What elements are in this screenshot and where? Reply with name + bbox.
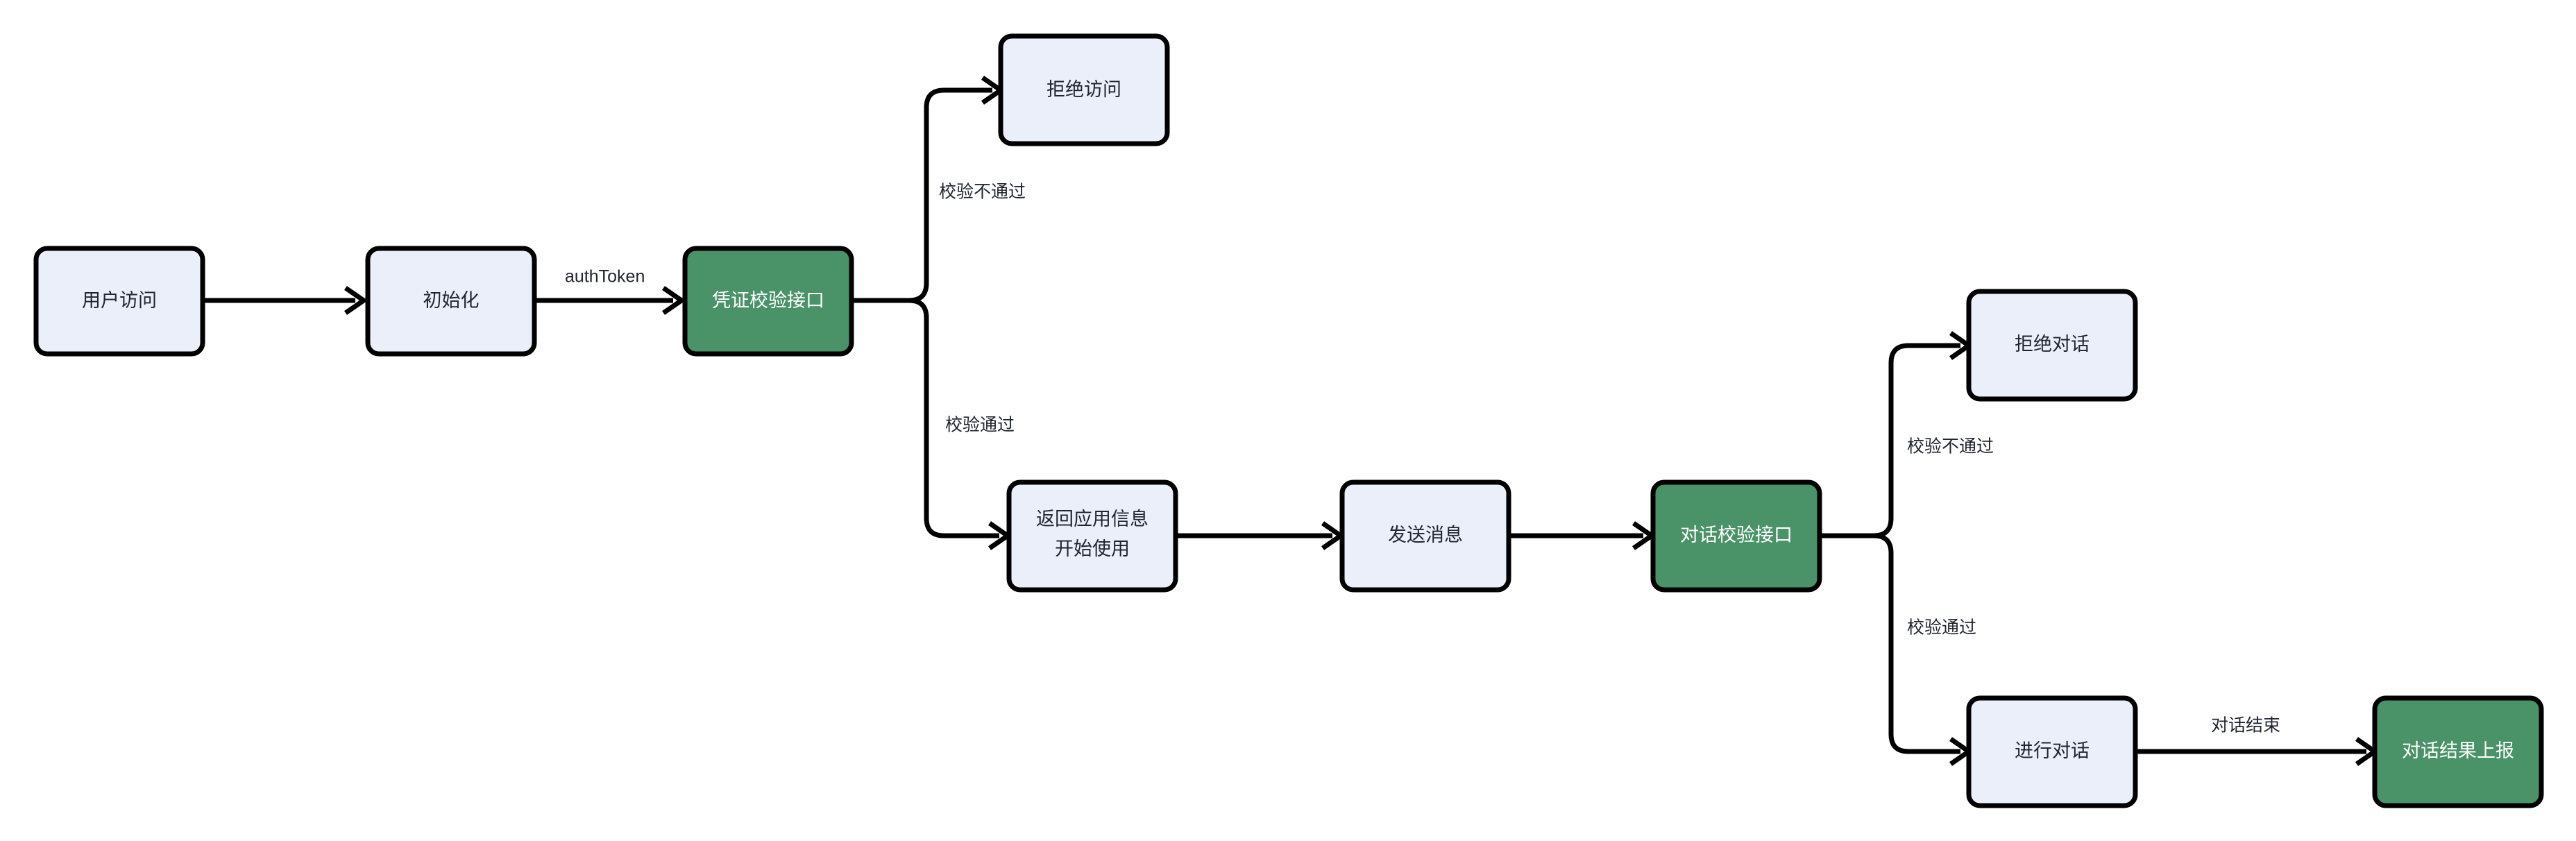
node-box[interactable]: [682, 246, 854, 357]
node-init[interactable]: 初始化: [365, 246, 537, 357]
arrowhead-icon: [344, 286, 368, 315]
edge-chat-check-api-to-do-chat: 校验通过: [1820, 533, 1976, 766]
node-label: 初始化: [423, 290, 480, 311]
node-box[interactable]: [998, 33, 1170, 146]
edge-do-chat-to-report-result: 对话结束: [2137, 716, 2380, 766]
node-box[interactable]: [1650, 479, 1822, 593]
node-label: 进行对话: [2015, 740, 2090, 761]
node-box[interactable]: [1006, 479, 1178, 593]
node-label: 凭证校验接口: [712, 290, 824, 311]
node-box[interactable]: [1966, 695, 2138, 808]
edge-label-chat-end: 对话结束: [2211, 716, 2280, 736]
edge-auth-api-to-return-app-info: 校验通过: [851, 298, 1015, 550]
node-do-chat[interactable]: 进行对话: [1966, 695, 2138, 808]
node-label: 发送消息: [1388, 525, 1463, 545]
node-report-result[interactable]: 对话结果上报: [2372, 695, 2544, 808]
edge-line: [851, 298, 999, 538]
node-box[interactable]: [365, 246, 537, 357]
node-label: 用户访问: [82, 290, 157, 311]
node-label: 拒绝对话: [2015, 334, 2090, 355]
arrowhead-icon: [662, 286, 686, 315]
node-auth-api[interactable]: 凭证校验接口: [682, 246, 854, 357]
node-deny-chat[interactable]: 拒绝对话: [1966, 289, 2138, 402]
edge-send-message-to-chat-check-api: [1509, 521, 1656, 550]
node-label-line2: 开始使用: [1055, 538, 1130, 559]
edge-return-app-info-to-send-message: [1176, 521, 1346, 550]
edge-label-auth-pass: 校验通过: [945, 416, 1015, 435]
edge-label-chat-pass: 校验通过: [1907, 618, 1976, 638]
node-return-app-info[interactable]: 返回应用信息 开始使用: [1006, 479, 1178, 593]
node-deny-access[interactable]: 拒绝访问: [998, 33, 1170, 146]
edge-label-auth-fail: 校验不通过: [939, 182, 1026, 202]
node-user-access[interactable]: 用户访问: [33, 246, 205, 357]
edge-user-access-to-init: [203, 286, 368, 315]
edge-line: [1820, 533, 1960, 754]
node-label: 返回应用信息: [1036, 509, 1149, 529]
node-label: 拒绝访问: [1046, 79, 1121, 100]
node-chat-check-api[interactable]: 对话校验接口: [1650, 479, 1822, 593]
node-label: 对话结果上报: [2402, 740, 2514, 761]
node-box[interactable]: [1966, 289, 2138, 402]
edge-label-chat-fail: 校验不通过: [1907, 437, 1994, 457]
node-box[interactable]: [33, 246, 205, 357]
node-box[interactable]: [1339, 479, 1511, 593]
node-send-message[interactable]: 发送消息: [1339, 479, 1511, 593]
node-box[interactable]: [2372, 695, 2544, 808]
edge-label-authtoken: authToken: [565, 267, 645, 287]
node-label: 对话校验接口: [1680, 525, 1793, 545]
edge-init-to-auth-api: authToken: [534, 267, 686, 315]
